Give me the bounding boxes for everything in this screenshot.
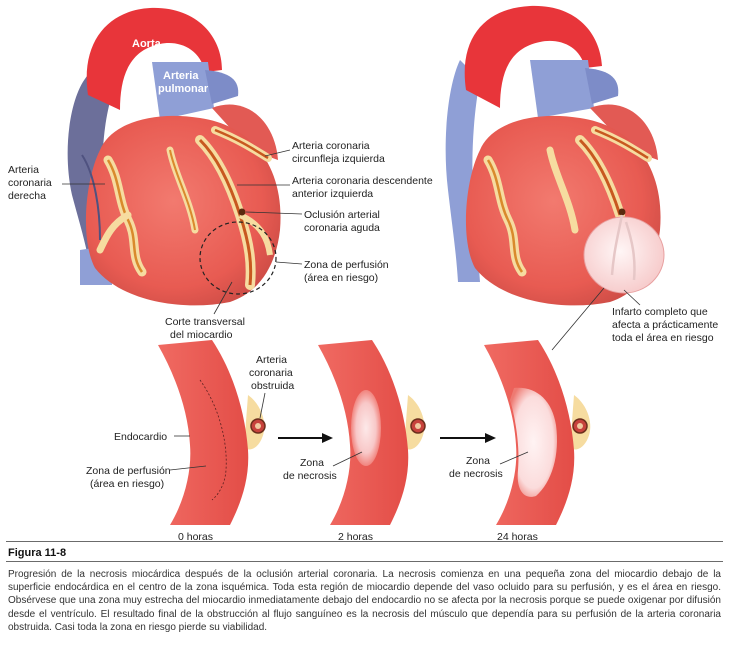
lad-label-1: Arteria coronaria descendente (292, 175, 433, 187)
occlusion-point-2 (618, 208, 626, 216)
obstructed-artery-label-1: Arteria (256, 354, 287, 366)
slice-24h (484, 340, 591, 525)
perfusion-zone-outline (199, 221, 277, 295)
circumflex-label-1: Arteria coronaria (292, 140, 370, 152)
arrow-icon (485, 433, 496, 443)
left-anterior-descending-artery (198, 138, 253, 286)
perfusion-zone-label-1: Zona de perfusión (304, 259, 389, 271)
figure-title: Figura 11-8 (8, 547, 67, 559)
obstructed-artery-label-2: coronaria (249, 367, 293, 379)
necrosis-24h-label-2: de necrosis (449, 468, 503, 480)
necrosis-24h-label-1: Zona (466, 455, 490, 467)
necrosis-zone-2h (351, 390, 381, 466)
slice-2h (318, 340, 426, 525)
timepoint-24h: 24 horas (497, 531, 538, 540)
aorta-2 (464, 5, 602, 108)
infarct-zone (583, 216, 665, 294)
lad-label-2: anterior izquierda (292, 188, 373, 200)
caption-divider (6, 561, 723, 562)
pulmonary-label-2: pulmonar (158, 83, 209, 95)
heart-before-occlusion (67, 7, 281, 306)
timepoint-0h: 0 horas (178, 531, 213, 540)
occlusion-label-1: Oclusión arterial (304, 209, 380, 221)
aorta (86, 7, 223, 111)
infarct-label-3: toda el área en riesgo (612, 332, 714, 344)
infarct-label-2: afecta a prácticamente (612, 319, 718, 331)
right-coronary-label-3: derecha (8, 190, 46, 202)
pulmonary-artery-2 (530, 60, 594, 118)
perfusion-zone-slice (199, 379, 227, 501)
endocardium-label: Endocardio (114, 431, 167, 443)
necrosis-2h-label-1: Zona (300, 457, 324, 469)
timepoint-2h: 2 horas (338, 531, 373, 540)
perfusion-zone-label-2: (área en riesgo) (304, 272, 378, 284)
top-divider (6, 541, 723, 542)
cross-section-label-1: Corte transversal (165, 316, 245, 328)
right-coronary-label-2: coronaria (8, 177, 52, 189)
aorta-label: Aorta (132, 38, 162, 50)
slice-0h (158, 340, 266, 525)
myocardial-necrosis-diagram: Aorta Arteria pulmonar Arteria coronaria… (8, 5, 718, 540)
perfusion-zone-2-label-1: Zona de perfusión (86, 465, 171, 477)
occlusion-point (238, 208, 246, 216)
infarct-label-1: Infarto completo que (612, 306, 708, 318)
arrow-icon (322, 433, 333, 443)
figure-caption: Progresión de la necrosis miocárdica des… (8, 569, 721, 633)
occlusion-label-2: coronaria aguda (304, 222, 380, 234)
perfusion-zone-2-label-2: (área en riesgo) (90, 478, 164, 490)
circumflex-artery (214, 128, 269, 160)
right-coronary-label-1: Arteria (8, 164, 39, 176)
pulmonary-label-1: Arteria (163, 70, 199, 82)
obstructed-artery-label-3: obstruida (251, 380, 294, 392)
heart-after-infarct (445, 5, 665, 306)
necrosis-2h-label-2: de necrosis (283, 470, 337, 482)
pulmonary-artery (152, 62, 214, 120)
necrosis-zone-24h (510, 387, 558, 497)
cross-section-label-2: del miocardio (170, 329, 233, 341)
circumflex-label-2: circunfleja izquierda (292, 153, 385, 165)
